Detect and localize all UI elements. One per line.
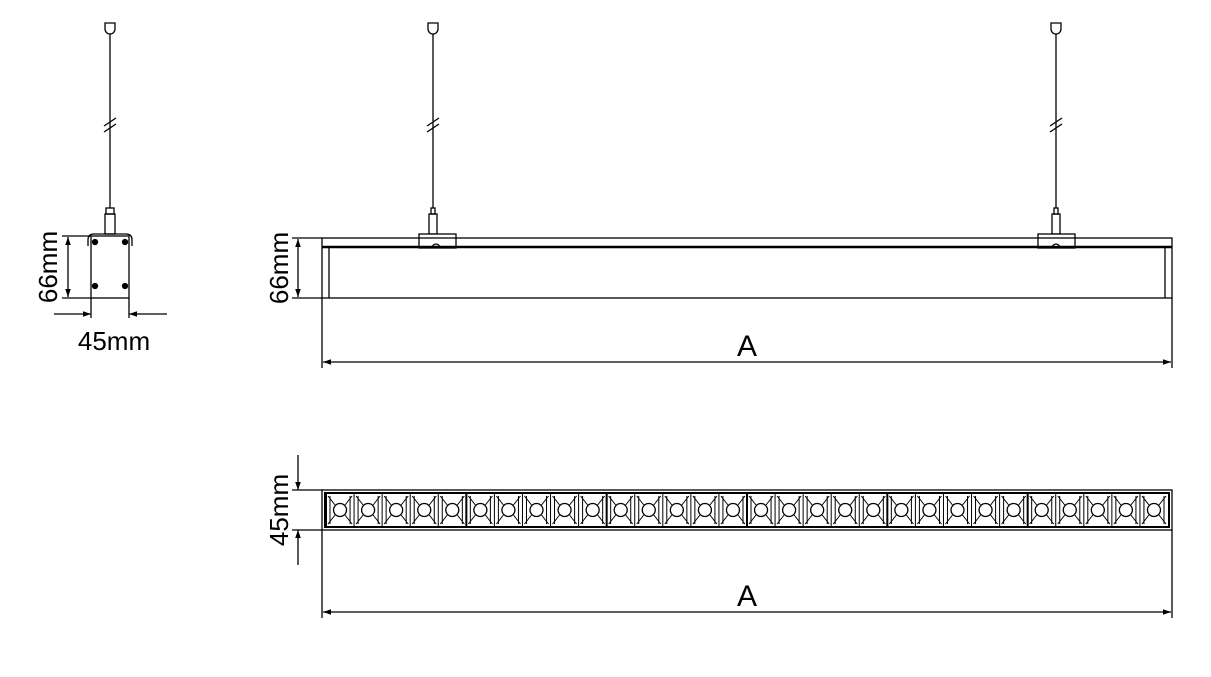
led-cell	[465, 494, 493, 526]
led-cell	[802, 494, 830, 526]
side-width-label: 45mm	[78, 326, 150, 356]
led-cell	[1111, 494, 1139, 526]
led-cell	[662, 494, 690, 526]
led-cell	[1139, 494, 1167, 526]
led-cell	[634, 494, 662, 526]
suspension-right	[1037, 22, 1076, 249]
led-cell	[1083, 494, 1111, 526]
led-cell	[521, 494, 549, 526]
led-cell	[1026, 494, 1055, 526]
bottom-view	[292, 455, 1173, 618]
led-cell	[578, 494, 606, 526]
led-cell	[437, 494, 465, 526]
led-cell	[999, 494, 1027, 526]
front-height-label: 66mm	[264, 232, 294, 304]
led-cell	[774, 494, 802, 526]
led-cell	[718, 494, 746, 526]
led-cell	[914, 494, 942, 526]
led-cell	[353, 494, 381, 526]
led-cell	[690, 494, 718, 526]
front-view	[292, 22, 1173, 368]
led-cell	[746, 494, 774, 526]
bottom-width-label: 45mm	[264, 474, 294, 546]
led-cell	[605, 494, 634, 526]
led-cell	[325, 494, 353, 526]
side-height-label: 66mm	[33, 231, 63, 303]
front-length-label: A	[737, 330, 757, 363]
led-cell	[942, 494, 970, 526]
bottom-length-label: A	[737, 580, 757, 613]
led-cell	[1055, 494, 1083, 526]
side-view	[54, 22, 167, 318]
led-cell	[409, 494, 437, 526]
canopy-icon	[104, 22, 116, 35]
led-cell	[381, 494, 409, 526]
led-cell	[971, 494, 998, 526]
led-cell	[858, 494, 886, 526]
cable-break-mark	[103, 117, 117, 133]
suspension-left	[418, 22, 457, 249]
led-cell	[830, 494, 858, 526]
led-cell	[886, 494, 914, 526]
led-cell	[493, 494, 521, 526]
led-cell	[550, 494, 577, 526]
led-row	[325, 494, 1167, 526]
